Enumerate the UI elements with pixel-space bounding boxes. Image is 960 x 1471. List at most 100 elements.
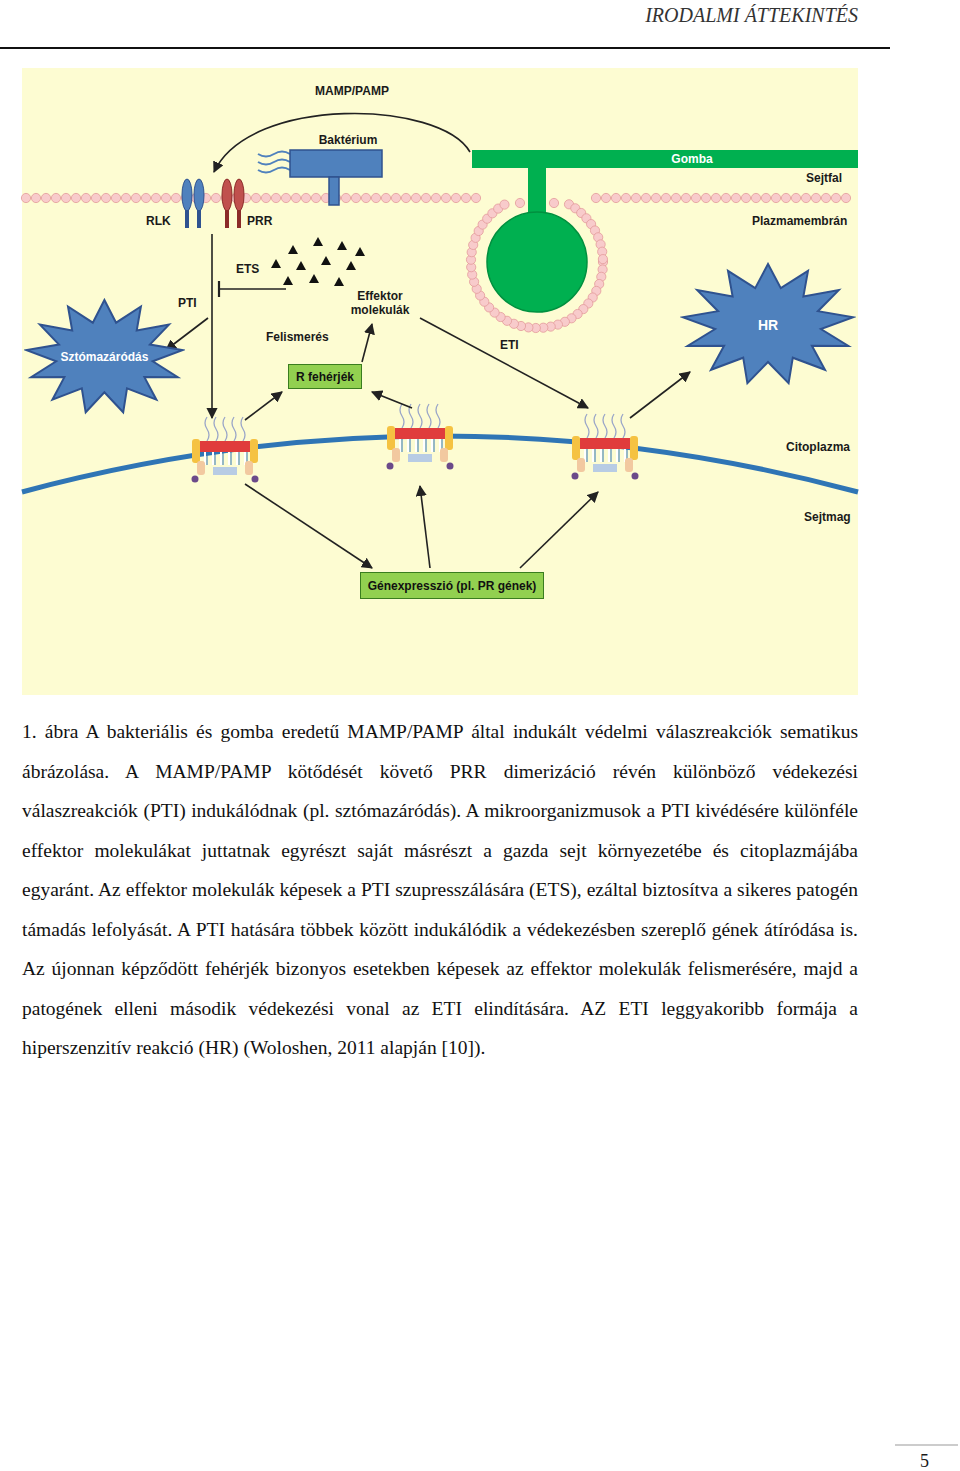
diagram-label: Gomba xyxy=(671,152,712,166)
pore-spoke xyxy=(423,439,425,452)
pore-spoke xyxy=(407,439,409,452)
pore-spoke xyxy=(611,449,612,462)
effector-triangle xyxy=(337,241,347,250)
pore-filament xyxy=(241,417,245,441)
membrane-bead xyxy=(811,193,820,202)
pore-bead xyxy=(572,473,579,480)
pore-spoke xyxy=(619,449,620,462)
membrane-bead xyxy=(431,193,440,202)
membrane-bead xyxy=(598,255,607,264)
pore-ring xyxy=(200,441,250,452)
effector-triangle xyxy=(355,247,365,256)
membrane-bead xyxy=(701,193,710,202)
membrane-bead xyxy=(831,193,840,202)
pore-ring xyxy=(580,438,630,449)
effector-triangle xyxy=(288,245,298,254)
membrane-bead xyxy=(381,193,390,202)
membrane-bead xyxy=(251,193,260,202)
membrane-bead xyxy=(591,193,600,202)
starburst-node: Sztómazáródás xyxy=(24,298,185,416)
membrane-bead xyxy=(791,193,800,202)
membrane-bead xyxy=(51,193,60,202)
membrane-bead xyxy=(91,193,100,202)
pore-spoke xyxy=(220,452,222,465)
diagram-label: PTI xyxy=(178,296,197,310)
membrane-bead xyxy=(111,193,120,202)
pore-side xyxy=(577,458,585,472)
pore-spoke xyxy=(608,449,610,462)
membrane-bead xyxy=(691,193,700,202)
membrane-bead xyxy=(731,193,740,202)
pore-side xyxy=(445,426,453,450)
membrane-bead xyxy=(391,193,400,202)
starburst-outline xyxy=(27,300,183,412)
diagram-label: PRR xyxy=(247,214,272,228)
pore-spoke xyxy=(415,439,417,452)
pore-filament xyxy=(621,414,625,438)
pore-spoke xyxy=(239,452,240,465)
diagram-label: RLK xyxy=(146,214,171,228)
diagram-label: MAMP/PAMP xyxy=(315,84,389,98)
membrane-bead xyxy=(681,193,690,202)
pore-filament xyxy=(418,404,422,428)
diagram-ground xyxy=(22,68,858,695)
pore-side xyxy=(392,448,400,462)
membrane-bead xyxy=(21,193,30,202)
membrane-bead xyxy=(371,193,380,202)
membrane-bead xyxy=(351,193,360,202)
node-text: R fehérjék xyxy=(296,370,354,384)
membrane-bead xyxy=(401,193,410,202)
pore-filament xyxy=(400,404,404,428)
membrane-bead xyxy=(61,193,70,202)
membrane-bead xyxy=(651,193,660,202)
pore-spoke xyxy=(223,452,224,465)
membrane-bead xyxy=(411,193,420,202)
diagram-label: IRODALMI ÁTTEKINTÉS xyxy=(645,3,858,27)
nuclear-pore xyxy=(192,417,259,483)
membrane-bead xyxy=(461,193,470,202)
pore-spoke xyxy=(587,449,588,462)
membrane-bead xyxy=(751,193,760,202)
pore-side xyxy=(192,439,200,463)
membrane-bead xyxy=(621,193,630,202)
membrane-bead xyxy=(500,200,509,209)
pore-spoke xyxy=(410,439,411,452)
membrane-bead xyxy=(781,193,790,202)
effector-triangle xyxy=(321,256,331,265)
pore-spoke xyxy=(215,452,216,465)
pore-side xyxy=(440,448,448,462)
membrane-bead xyxy=(81,193,90,202)
nuclear-pores xyxy=(192,404,639,483)
process-box: R fehérjék xyxy=(288,364,362,389)
diagram-label: Felismerés xyxy=(266,330,329,344)
pore-filament xyxy=(436,404,440,428)
arrows xyxy=(166,113,690,568)
membrane-bead xyxy=(631,193,640,202)
membrane-bead xyxy=(771,193,780,202)
pore-filament xyxy=(427,404,431,428)
figure-caption: 1. ábra A bakteriális és gomba eredetű M… xyxy=(22,712,858,1068)
membrane-bead xyxy=(41,193,50,202)
pore-side xyxy=(630,436,638,460)
pore-spoke xyxy=(236,452,238,465)
pore-basket xyxy=(593,464,617,472)
diagram-label: 5 xyxy=(920,1451,929,1471)
nuclear-pore xyxy=(572,414,639,480)
pore-bead xyxy=(447,463,454,470)
pore-bead xyxy=(632,473,639,480)
node-text: HR xyxy=(758,318,778,332)
membrane-bead xyxy=(151,193,160,202)
pore-spoke xyxy=(418,439,419,452)
pore-basket xyxy=(213,467,237,475)
pore-side xyxy=(572,436,580,460)
pore-basket xyxy=(408,454,432,462)
pore-spoke xyxy=(212,452,214,465)
header-rule xyxy=(0,47,890,49)
pore-ring xyxy=(395,428,445,439)
effector-molecules xyxy=(271,237,365,286)
nuclear-envelope xyxy=(22,436,858,492)
membrane-bead xyxy=(841,193,850,202)
membrane-bead xyxy=(671,193,680,202)
starburst-outline xyxy=(683,264,854,383)
diagram-label: ETS xyxy=(236,262,259,276)
